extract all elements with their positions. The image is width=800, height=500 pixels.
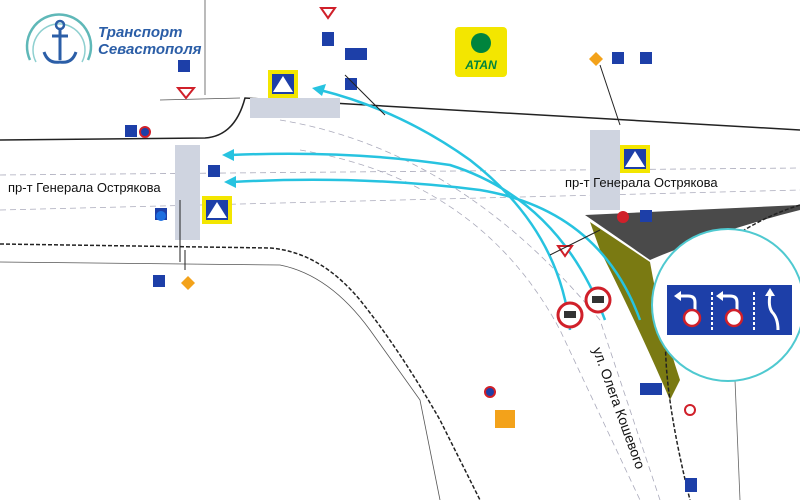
route-arrow-west-1: [229, 152, 607, 321]
logo-line1: Транспорт: [98, 24, 183, 41]
no-trucks-sign-icon: [584, 286, 612, 314]
road-edge-north: [0, 97, 800, 141]
lane-sign-callout: [651, 228, 800, 382]
street-label-east: пр-т Генерала Острякова: [565, 175, 718, 190]
street-label-west: пр-т Генерала Острякова: [8, 180, 161, 195]
atan-logo-icon: [471, 33, 491, 53]
route-arrow-west-2: [231, 178, 642, 321]
road-edge-southwest: [0, 243, 481, 500]
crosswalk-sign-icon: [202, 196, 232, 224]
crosswalk-sign-icon: [620, 145, 650, 173]
atan-label: ATAN: [465, 58, 497, 72]
crosswalk-east: [590, 130, 620, 210]
crosswalk-north: [250, 98, 340, 118]
atan-badge: ATAN: [455, 27, 507, 77]
crosswalk-west: [175, 145, 200, 240]
no-trucks-sign-icon: [556, 301, 584, 329]
anchor-logo-icon: [25, 13, 93, 64]
logo-text: Транспорт Севастополя: [98, 24, 202, 58]
crosswalk-sign-icon: [268, 70, 298, 98]
route-arrow-north: [319, 88, 572, 331]
sidewalk-edge: [0, 261, 441, 500]
median-dark: [585, 205, 800, 260]
logo-line2: Севастополя: [98, 41, 202, 58]
